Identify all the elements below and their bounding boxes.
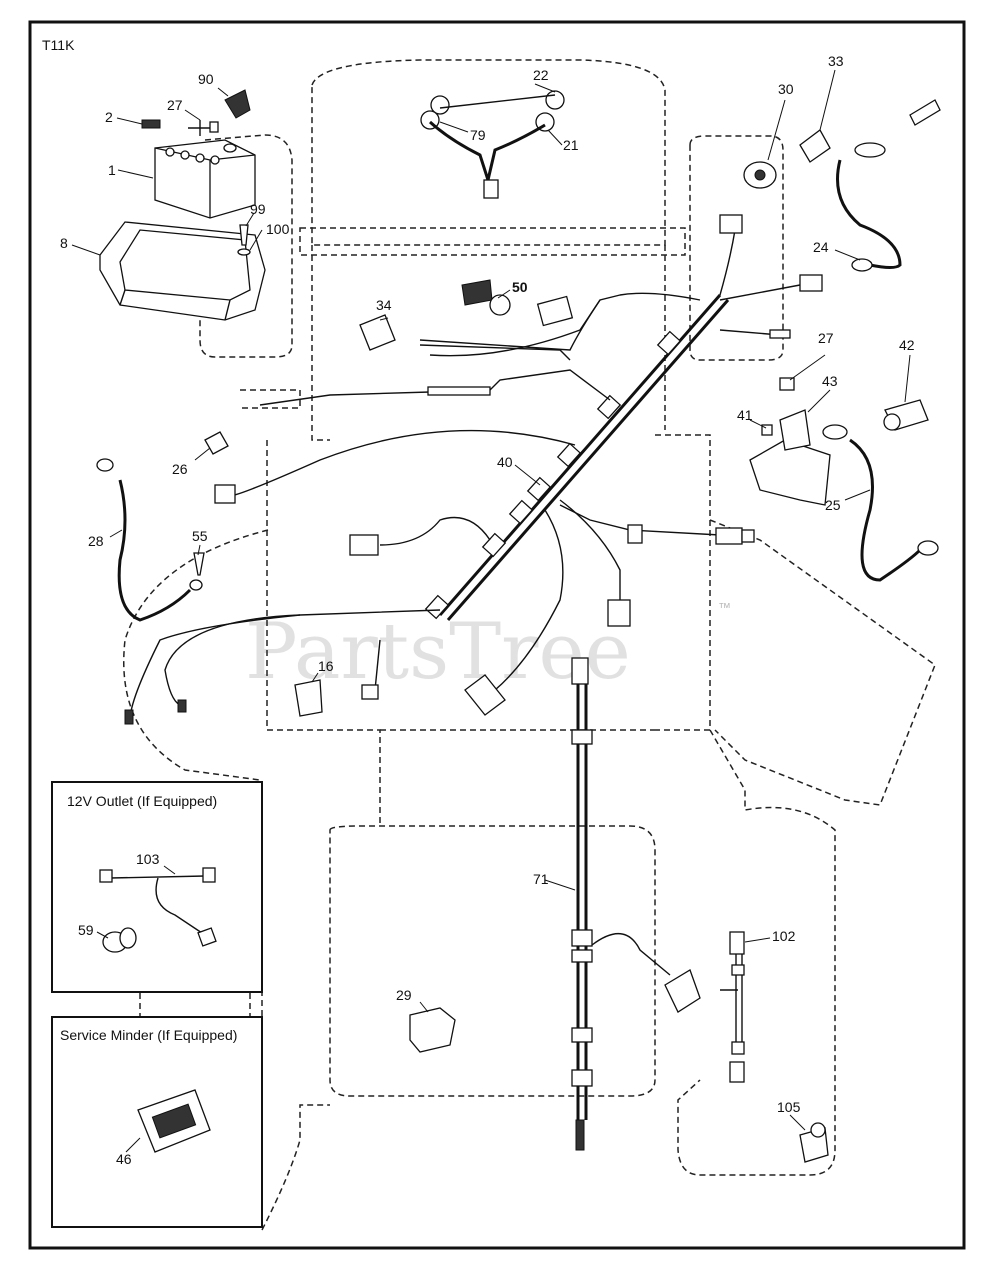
label-79: 79 xyxy=(470,127,486,143)
label-43: 43 xyxy=(822,373,838,389)
label-22: 22 xyxy=(533,67,549,83)
headlight-harness xyxy=(420,90,565,199)
fuse-26 xyxy=(204,431,229,455)
label-29: 29 xyxy=(396,987,412,1003)
label-24: 24 xyxy=(813,239,829,255)
inset-12v-outlet: 12V Outlet (If Equipped) xyxy=(51,781,263,993)
label-16: 16 xyxy=(318,658,334,674)
label-71: 71 xyxy=(533,871,549,887)
tractor-outline xyxy=(123,59,936,1231)
label-21: 21 xyxy=(563,137,579,153)
label-50: 50 xyxy=(512,279,528,295)
switch-29 xyxy=(409,1007,456,1053)
watermark-tm: ™ xyxy=(718,600,731,615)
battery-bolts xyxy=(141,89,251,256)
relay xyxy=(799,129,831,163)
label-42: 42 xyxy=(899,337,915,353)
label-105: 105 xyxy=(777,1099,801,1115)
label-25: 25 xyxy=(825,497,841,513)
label-27a: 27 xyxy=(167,97,183,113)
svg-text:12V Outlet (If Equipped): 12V Outlet (If Equipped) xyxy=(67,793,217,809)
sensor-105 xyxy=(799,1122,829,1163)
main-harness xyxy=(124,214,823,725)
diagram-code: T11K xyxy=(42,37,75,53)
switch-50 xyxy=(461,279,511,316)
label-100: 100 xyxy=(266,221,290,237)
label-41: 41 xyxy=(737,407,753,423)
battery-tray xyxy=(99,221,266,321)
connector-16 xyxy=(294,679,323,717)
switch-34 xyxy=(359,314,396,351)
solenoid-43 xyxy=(749,377,831,506)
label-55: 55 xyxy=(192,528,208,544)
ignition-switch xyxy=(743,161,777,189)
inset-service-minder: Service Minder (If Equipped) xyxy=(51,1016,263,1228)
part-labels: 1 2 8 27 90 99 100 22 21 79 30 33 24 50 … xyxy=(60,53,915,1167)
ground-cable-28 xyxy=(96,458,203,622)
battery-cable-24 xyxy=(836,99,941,272)
label-1: 1 xyxy=(108,162,116,178)
label-34: 34 xyxy=(376,297,392,313)
label-26: 26 xyxy=(172,461,188,477)
label-90: 90 xyxy=(198,71,214,87)
label-2: 2 xyxy=(105,109,113,125)
boot-42 xyxy=(883,399,929,431)
battery xyxy=(154,139,256,219)
label-102: 102 xyxy=(772,928,796,944)
leader-lines xyxy=(71,69,911,1153)
label-33: 33 xyxy=(828,53,844,69)
label-99: 99 xyxy=(250,201,266,217)
harness-71 xyxy=(571,657,701,1151)
label-103: 103 xyxy=(136,851,160,867)
label-28: 28 xyxy=(88,533,104,549)
label-46: 46 xyxy=(116,1151,132,1167)
label-40: 40 xyxy=(497,454,513,470)
svg-text:Service Minder (If Equipped): Service Minder (If Equipped) xyxy=(60,1027,237,1043)
label-30: 30 xyxy=(778,81,794,97)
label-59: 59 xyxy=(78,922,94,938)
harness-102 xyxy=(720,931,745,1083)
cable-25 xyxy=(822,424,939,582)
label-8: 8 xyxy=(60,235,68,251)
label-27b: 27 xyxy=(818,330,834,346)
screw-55 xyxy=(193,552,205,576)
